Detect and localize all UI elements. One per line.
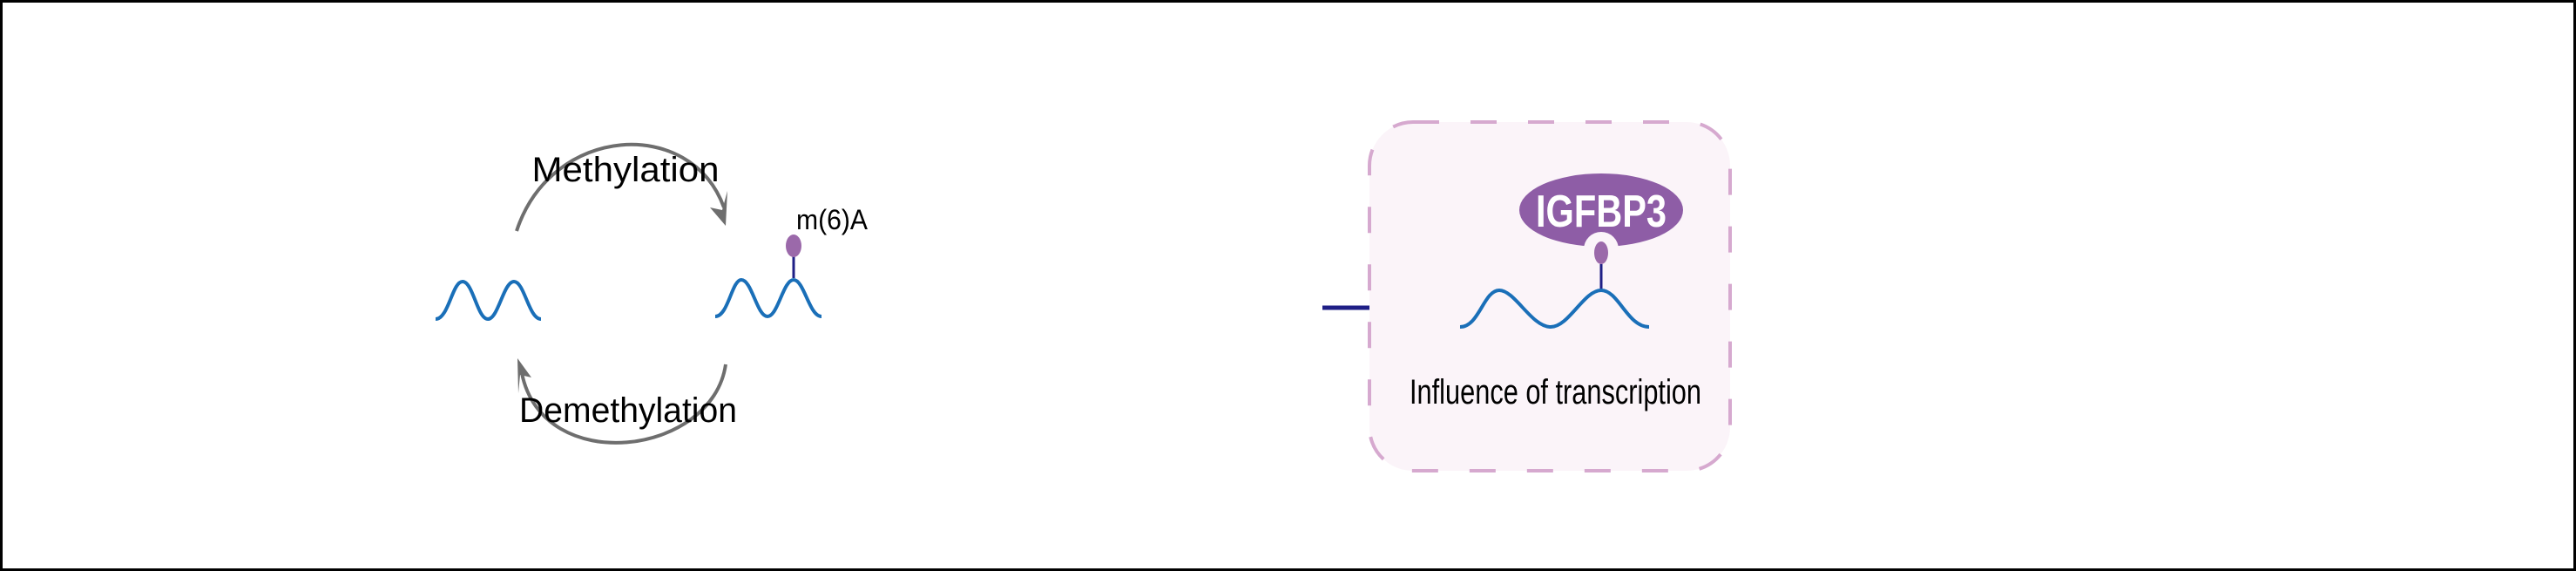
igfbp3-label: IGFBP3 (1536, 187, 1667, 237)
methylation-arc (515, 142, 726, 232)
rna-strand-unmethylated (435, 279, 542, 322)
igfbp3-protein (1519, 173, 1683, 247)
methylation-label: Methylation (532, 151, 720, 189)
methylation-arrowhead-icon (710, 191, 727, 226)
m6a-mark-icon (786, 235, 801, 257)
diagram-canvas: Methylation Demethylation m(6)A IGFBP3 I… (435, 120, 1732, 472)
outcome-box (1368, 120, 1732, 472)
rna-strand-bound (1459, 288, 1650, 330)
m6a-mark-bound-icon (1594, 241, 1608, 264)
demethylation-arrowhead-icon (517, 358, 531, 393)
outcome-label: Influence of transcription (1410, 373, 1701, 411)
demethylation-arc (520, 364, 727, 445)
rna-strand-methylated (714, 277, 822, 319)
demethylation-label: Demethylation (519, 391, 737, 430)
m6a-label: m(6)A (796, 204, 869, 235)
